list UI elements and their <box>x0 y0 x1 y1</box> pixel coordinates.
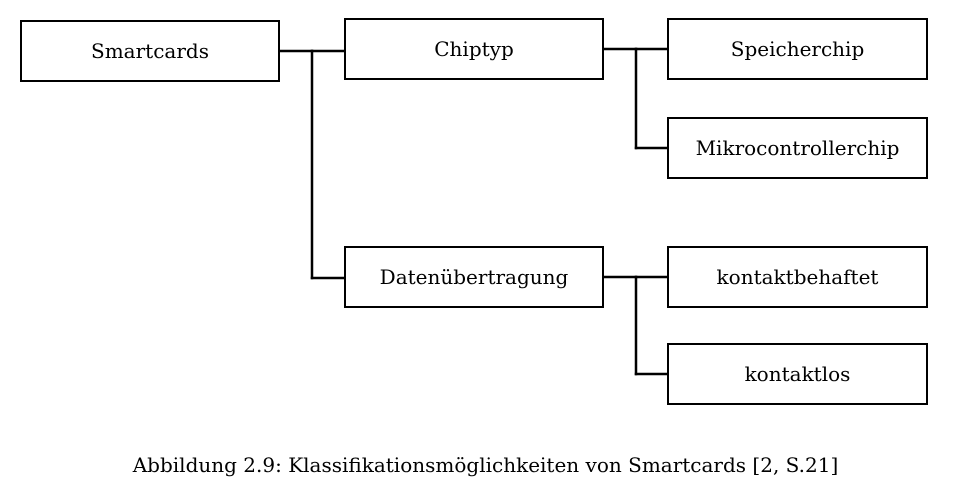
node-kontaktlos: kontaktlos <box>667 343 928 405</box>
figure-caption: Abbildung 2.9: Klassifikationsmöglichkei… <box>132 453 839 477</box>
node-label: kontaktlos <box>744 362 851 386</box>
node-label: Datenübertragung <box>379 265 569 289</box>
node-datenuebertragung: Datenübertragung <box>344 246 604 308</box>
node-speicherchip: Speicherchip <box>667 18 928 80</box>
node-label: Speicherchip <box>730 37 865 61</box>
node-kontaktbehaftet: kontaktbehaftet <box>667 246 928 308</box>
node-label: kontaktbehaftet <box>716 265 879 289</box>
node-smartcards: Smartcards <box>20 20 280 82</box>
node-label: Smartcards <box>91 39 209 63</box>
node-mikrocontrollerchip: Mikrocontrollerchip <box>667 117 928 179</box>
node-label: Chiptyp <box>434 37 514 61</box>
node-label: Mikrocontrollerchip <box>695 136 900 160</box>
node-chiptyp: Chiptyp <box>344 18 604 80</box>
